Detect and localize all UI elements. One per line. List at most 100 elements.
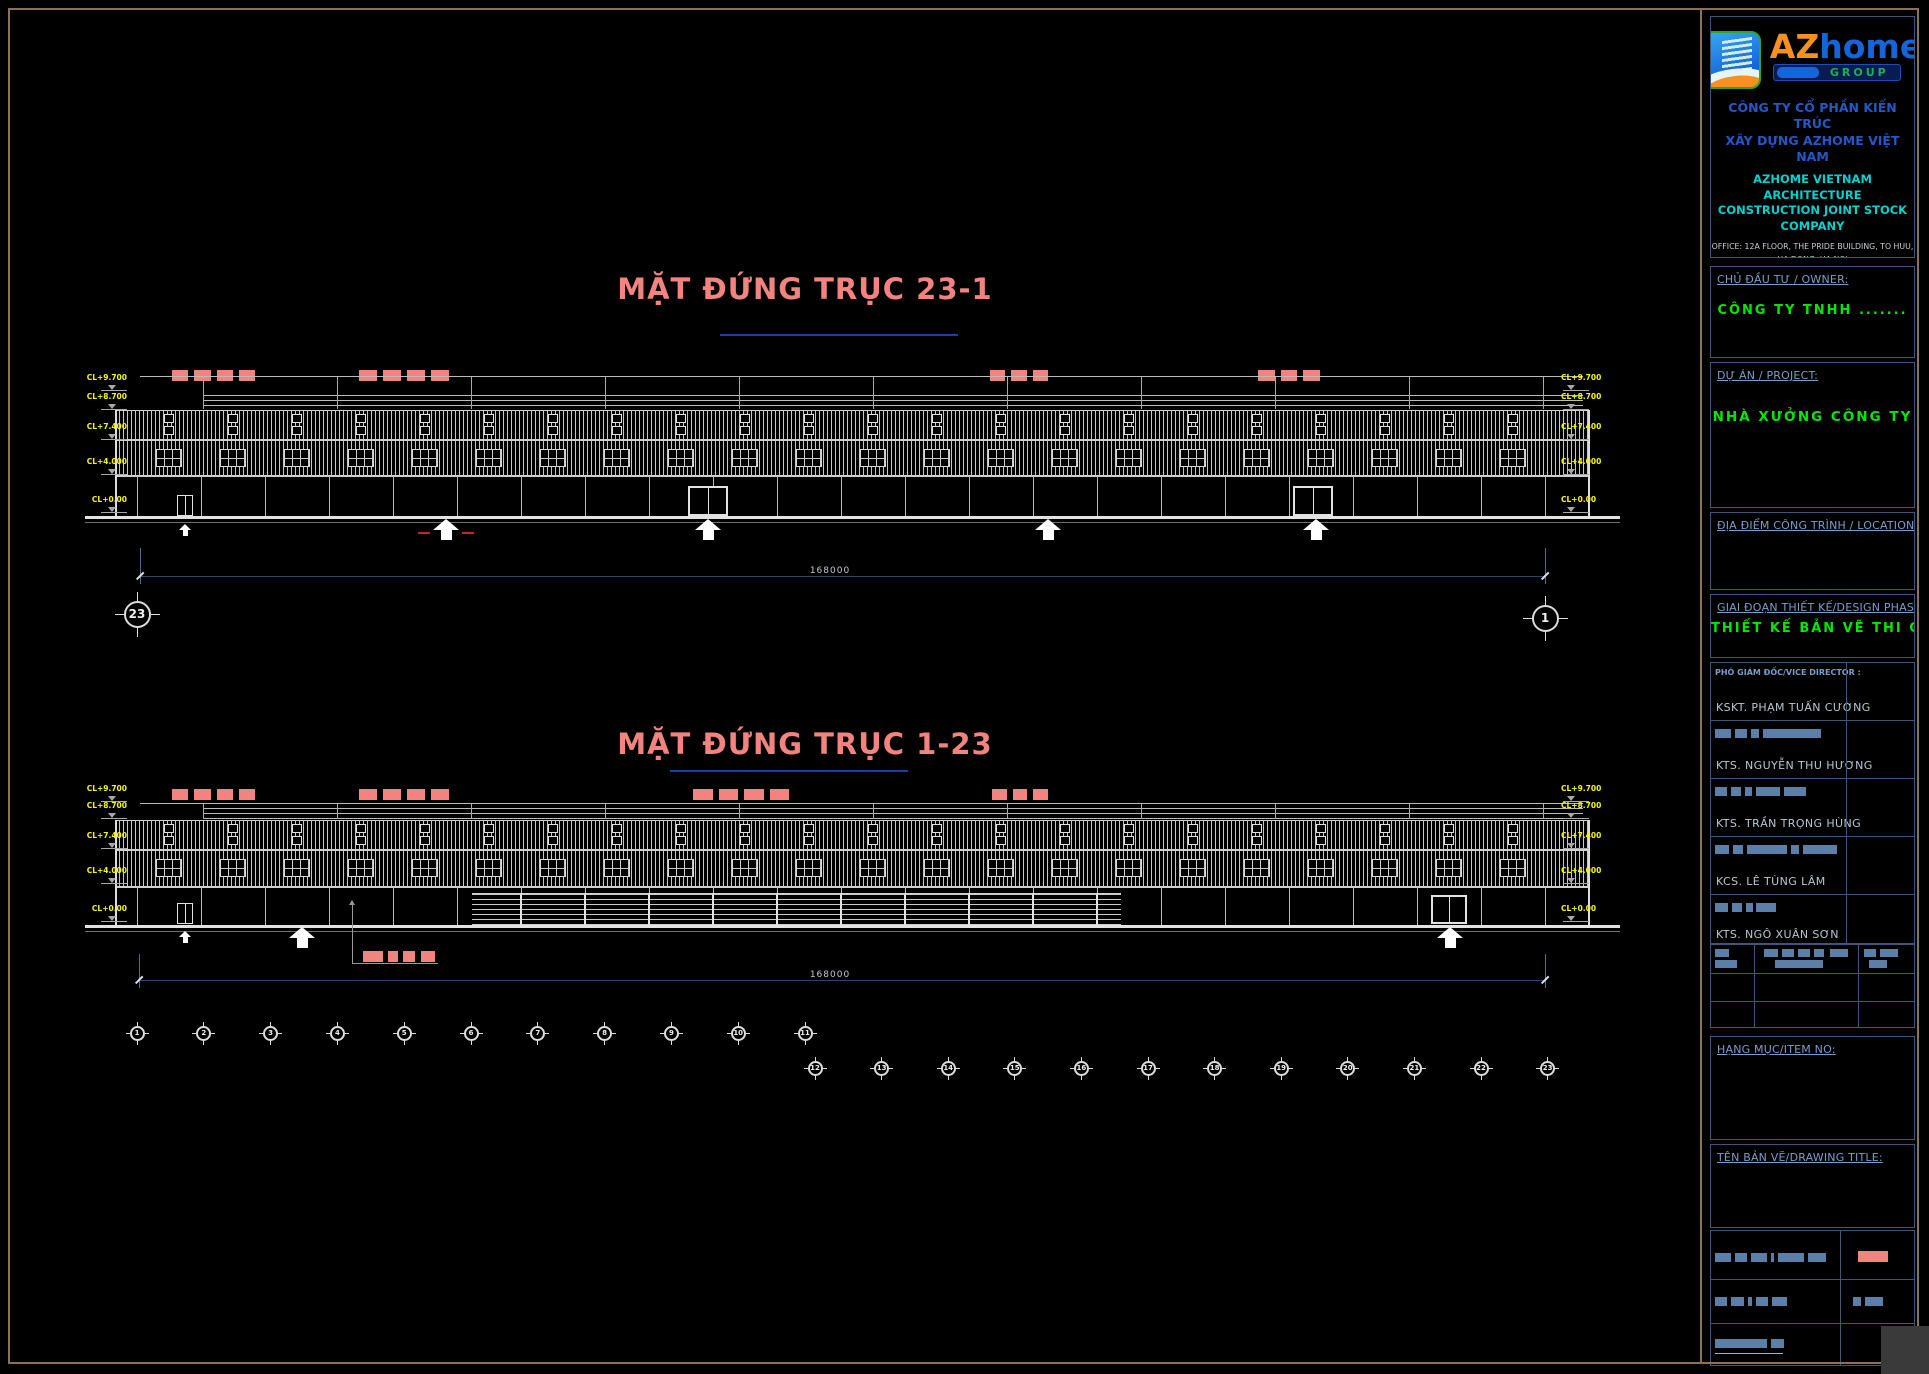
- wall-vent: [548, 414, 558, 423]
- entry-arrow-stem: [1042, 530, 1054, 540]
- roof-vent-block: [383, 370, 401, 381]
- personnel-row: KTS. TRẦN TRỌNG HÙNG: [1711, 779, 1914, 837]
- grid-bubble-tick: [947, 1075, 949, 1080]
- wall-vent: [676, 426, 686, 435]
- axis-column: [265, 887, 266, 925]
- grid-bubble-tick: [478, 1032, 483, 1034]
- phase-label: GIAI ĐOẠN THIẾT KẾ/DESIGN PHASE:: [1717, 601, 1915, 614]
- dimension-label: 168000: [809, 566, 851, 576]
- grid-bubble-tick: [136, 1021, 138, 1026]
- window: [924, 859, 950, 877]
- logo-home: home: [1819, 27, 1915, 66]
- wall-vent: [356, 824, 366, 833]
- grid-bubble-tick: [737, 1040, 739, 1045]
- wall-vent: [612, 824, 622, 833]
- wall-vent: [292, 836, 302, 845]
- wall-edge: [115, 410, 117, 516]
- window-band: [115, 440, 1590, 476]
- grid-bubble-tick: [403, 1021, 405, 1026]
- grid-bubble: 5: [396, 1025, 412, 1041]
- roof-tick: [337, 804, 338, 819]
- grid-bubble-tick: [1547, 1075, 1549, 1080]
- level-marker: [1567, 916, 1575, 921]
- wall-vent: [356, 426, 366, 435]
- level-label: CL+0.00: [1561, 495, 1597, 504]
- grid-bubble: 23: [1540, 1060, 1556, 1076]
- grid-bubble-tick: [822, 1067, 827, 1069]
- redacted-text-block: [1751, 729, 1759, 738]
- grid-bubble: 18: [1207, 1060, 1223, 1076]
- personnel-name: KCS. LÊ TÙNG LÂM: [1716, 875, 1826, 888]
- level-label: CL+7.400: [86, 831, 127, 840]
- wall-vent: [1060, 836, 1070, 845]
- wall-edge: [1588, 410, 1590, 516]
- window: [1180, 859, 1206, 877]
- wall-vent: [292, 824, 302, 833]
- level-marker-line: [101, 512, 127, 513]
- level-marker-line: [101, 439, 127, 440]
- louver-divider: [904, 893, 906, 925]
- axis-column: [905, 476, 906, 516]
- level-label: CL+4.000: [1561, 866, 1602, 875]
- legend-underline: [352, 963, 438, 964]
- roof-vent-block: [216, 789, 233, 800]
- roof-tick: [1275, 377, 1276, 409]
- roof-vent-block: [407, 789, 425, 800]
- redacted-text-block: [1715, 949, 1729, 957]
- wall-vent: [164, 836, 174, 845]
- roof-vent-block: [1032, 370, 1048, 381]
- personnel-box: PHÓ GIÁM ĐỐC/VICE DIRECTOR : KSKT. PHẠM …: [1710, 662, 1915, 944]
- redacted-text-block: [1791, 845, 1799, 854]
- level-label: CL+0.00: [91, 904, 127, 913]
- roof-tick: [873, 377, 874, 409]
- wall-vent: [868, 824, 878, 833]
- elevation-title: MẶT ĐỨNG TRỤC 23-1: [617, 272, 993, 306]
- axis-column: [329, 476, 330, 516]
- grid-bubble-tick: [1080, 1075, 1082, 1080]
- axis-column: [585, 476, 586, 516]
- grid-bubble-tick: [737, 1021, 739, 1026]
- grid-bubble-tick: [1547, 1056, 1549, 1061]
- grid-bubble-tick: [1014, 1075, 1016, 1080]
- grid-bubble-tick: [593, 1032, 598, 1034]
- personnel-row: KTS. NGÔ XUÂN SƠN: [1711, 895, 1914, 943]
- wall-vent: [356, 836, 366, 845]
- project-box: DỰ ÁN / PROJECT: NHÀ XƯỞNG CÔNG TY: [1710, 362, 1915, 508]
- level-marker-line: [1563, 390, 1589, 391]
- grid-bubble-tick: [659, 1032, 664, 1034]
- elevation-title: MẶT ĐỨNG TRỤC 1-23: [617, 727, 993, 761]
- grid-bubble-tick: [1480, 1056, 1482, 1061]
- wall-edge: [115, 820, 117, 925]
- wall-vent: [1444, 414, 1454, 423]
- grid-bubble: 19: [1273, 1060, 1289, 1076]
- wall-vent: [1380, 426, 1390, 435]
- redacted-text-block: [1715, 903, 1728, 912]
- level-label: CL+4.000: [1561, 457, 1602, 466]
- roof-tick: [203, 377, 204, 409]
- wall-vent: [868, 414, 878, 423]
- entry-arrow: [289, 927, 315, 938]
- entry-arrow-stem: [440, 530, 452, 540]
- drawing-title-box: TÊN BẢN VẼ/DRAWING TITLE:: [1710, 1144, 1915, 1228]
- wall-vent: [1188, 414, 1198, 423]
- wall-vent: [548, 426, 558, 435]
- grid-bubble-tick: [793, 1032, 798, 1034]
- window: [540, 449, 566, 467]
- roof-vent-block: [1280, 370, 1298, 381]
- window: [604, 449, 630, 467]
- dim-ext-line: [139, 954, 140, 988]
- axis-column: [393, 476, 394, 516]
- wall-vent: [548, 836, 558, 845]
- wall-vent: [1252, 836, 1262, 845]
- level-marker: [1567, 404, 1575, 409]
- grid-bubble-tick: [803, 1067, 808, 1069]
- axis-column: [1545, 476, 1546, 516]
- ground-line: [85, 925, 1620, 928]
- grid-bubble-tick: [336, 1021, 338, 1026]
- grid-bubble-tick: [270, 1040, 272, 1045]
- project-label: DỰ ÁN / PROJECT:: [1717, 369, 1819, 382]
- redacted-text-block: [1764, 949, 1778, 957]
- grid-bubble-tick: [745, 1032, 750, 1034]
- level-marker: [1567, 796, 1575, 801]
